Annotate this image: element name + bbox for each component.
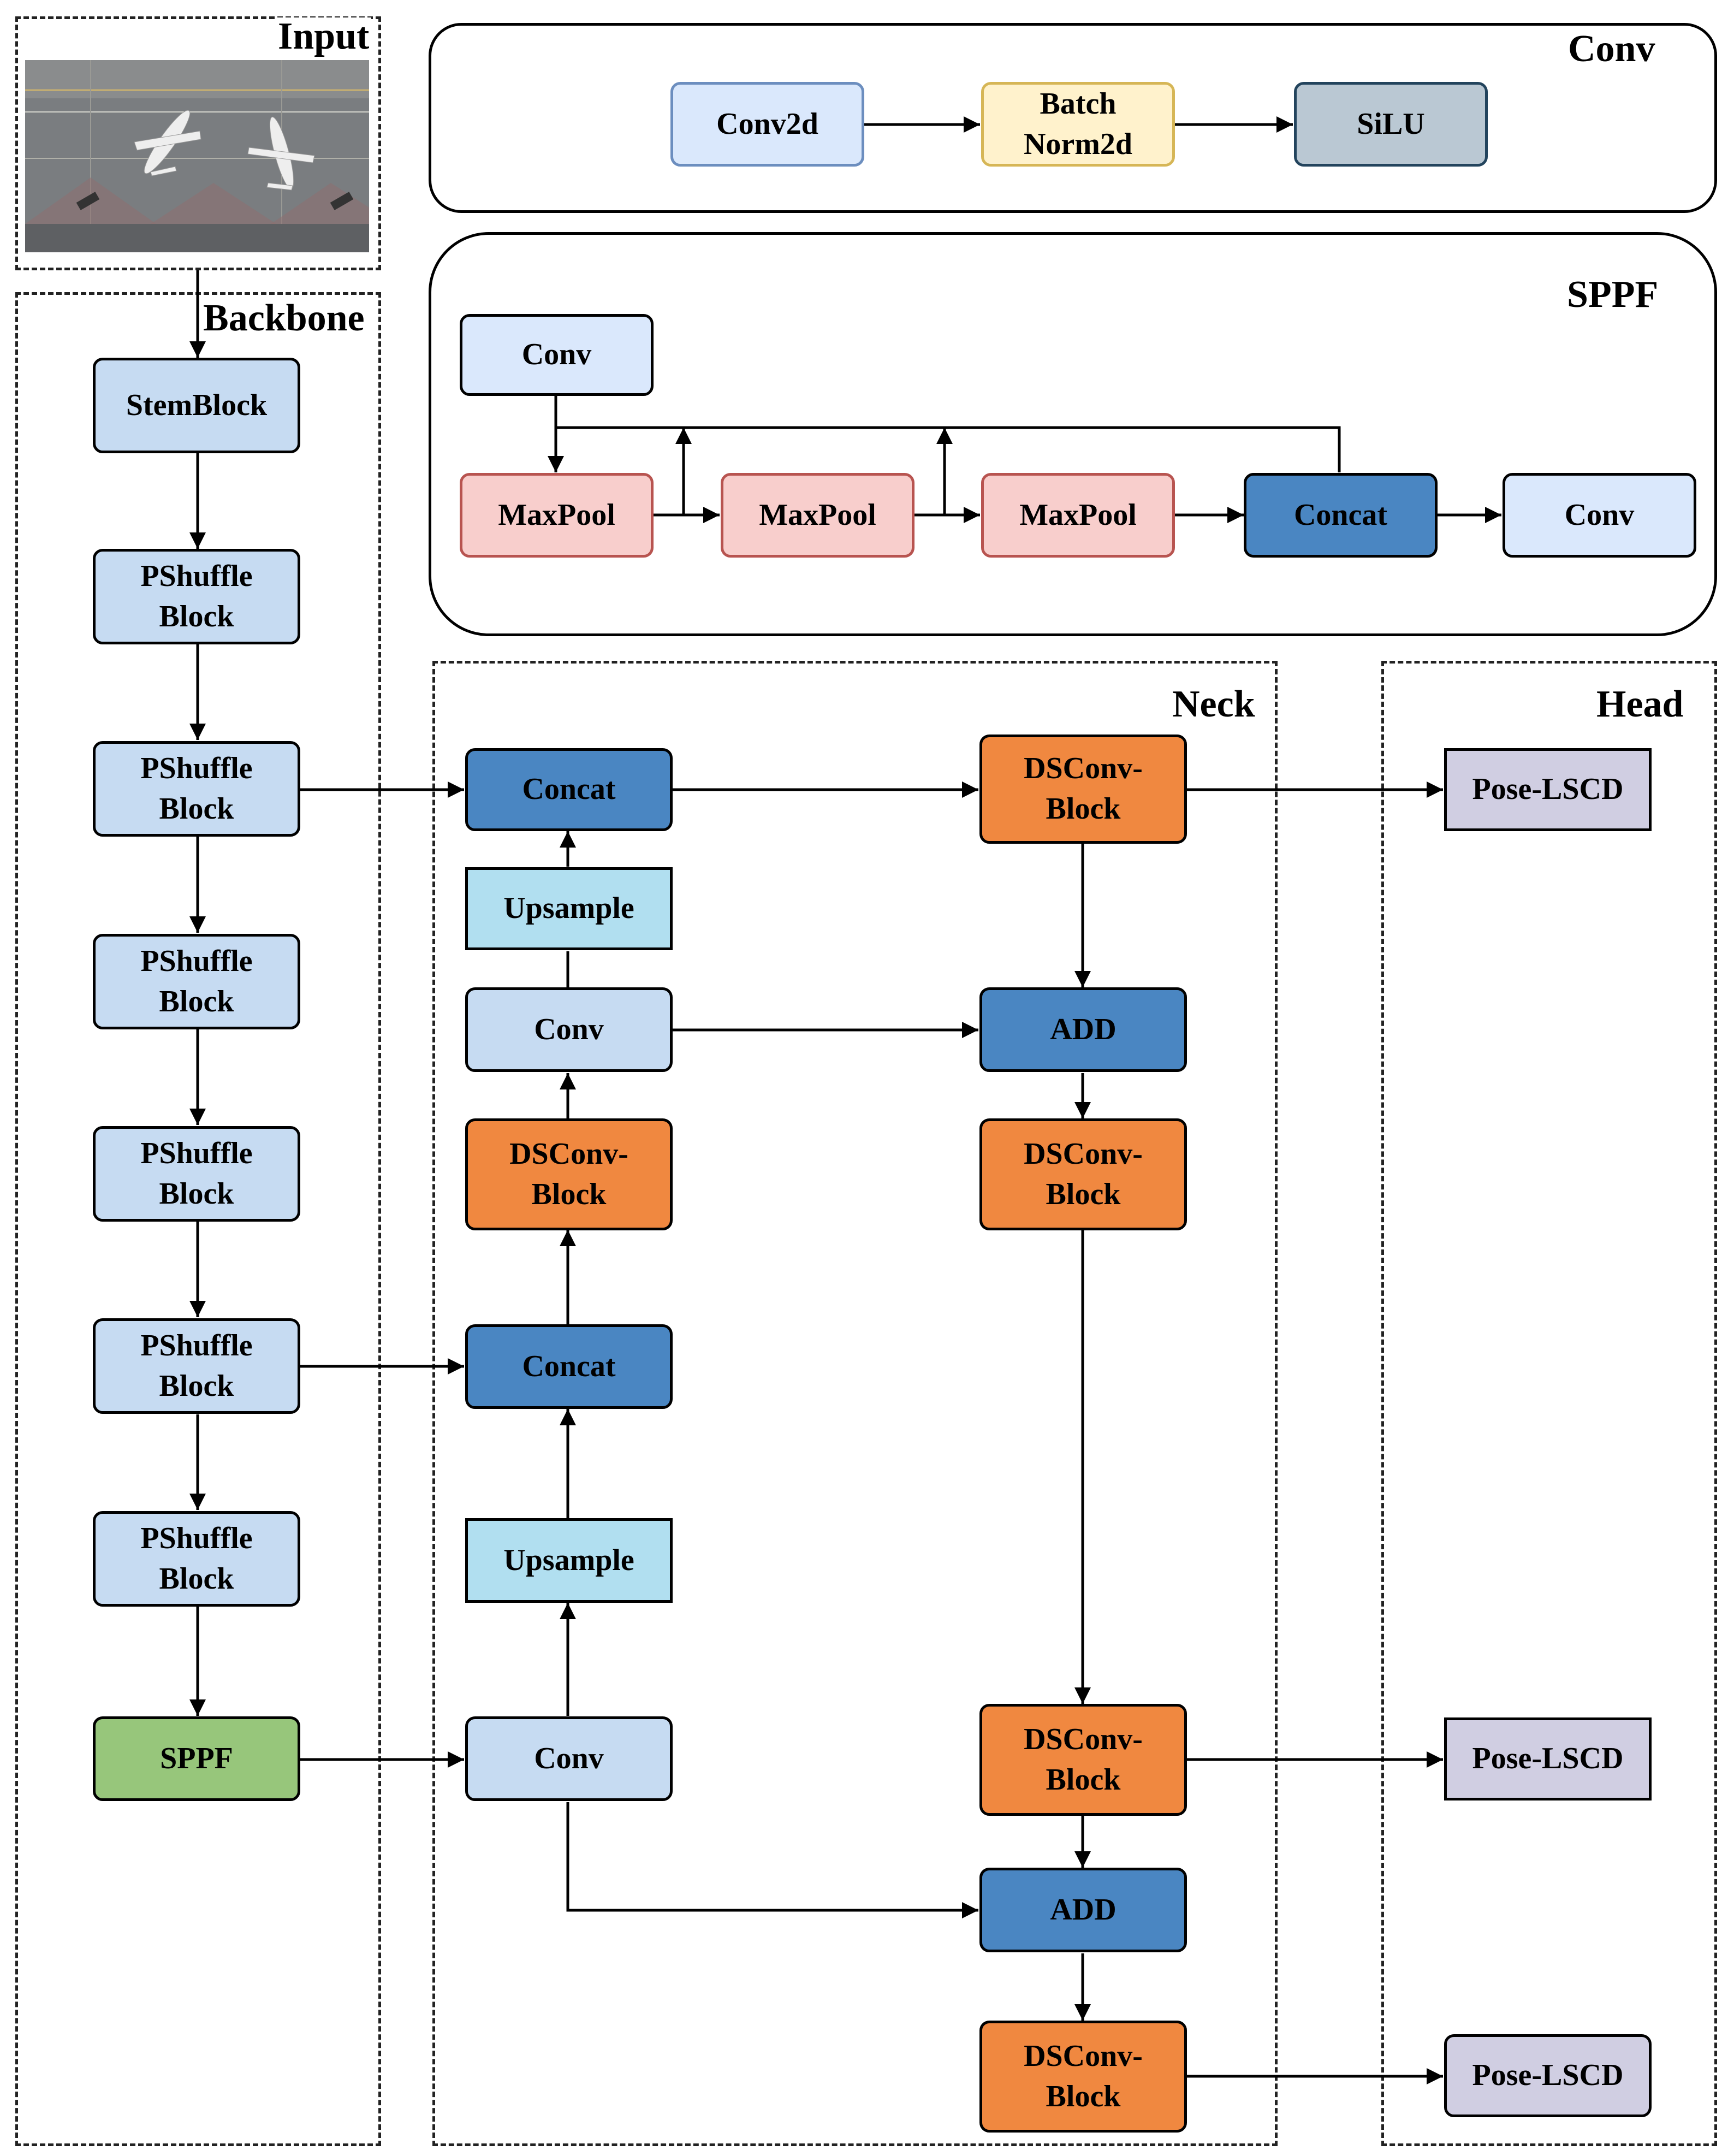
sppf-concat-node: Concat (1244, 473, 1438, 558)
neck-dsconv-r3: DSConv- Block (979, 1704, 1187, 1816)
pshuffle-block-3: PShuffle Block (93, 934, 300, 1029)
airport-apron-illustration (25, 60, 369, 252)
batchnorm-node: Batch Norm2d (981, 82, 1175, 167)
sppf-conv-in-node: Conv (460, 314, 654, 396)
head-pose-lscd-2: Pose-LSCD (1444, 1717, 1652, 1800)
backbone-sppf-node: SPPF (93, 1716, 300, 1801)
neck-conv-bottom: Conv (465, 1716, 673, 1801)
edge-sppf-skip-bus (556, 426, 1341, 472)
conv-title: Conv (1566, 30, 1658, 68)
pshuffle-block-2: PShuffle Block (93, 741, 300, 837)
neck-upsample-top: Upsample (465, 867, 673, 950)
sppf-maxpool1-node: MaxPool (460, 473, 654, 558)
neck-dsconv-r4: DSConv- Block (979, 2021, 1187, 2133)
conv2d-node: Conv2d (670, 82, 864, 167)
neck-title: Neck (1170, 685, 1257, 724)
neck-dsconv-r2: DSConv- Block (979, 1118, 1187, 1230)
pshuffle-block-5: PShuffle Block (93, 1318, 300, 1414)
sppf-region (429, 232, 1717, 636)
neck-dsconv-left: DSConv- Block (465, 1118, 673, 1230)
sppf-title: SPPF (1565, 276, 1661, 314)
input-region (15, 16, 381, 270)
pshuffle-block-6: PShuffle Block (93, 1511, 300, 1607)
stem-block-node: StemBlock (93, 358, 300, 453)
sppf-maxpool3-node: MaxPool (981, 473, 1175, 558)
neck-dsconv-r1: DSConv- Block (979, 735, 1187, 844)
edge-conv-bottom-add2 (566, 1802, 978, 1918)
pshuffle-block-1: PShuffle Block (93, 549, 300, 644)
sppf-maxpool2-node: MaxPool (721, 473, 915, 558)
neck-add-2: ADD (979, 1868, 1187, 1952)
neck-upsample-bottom: Upsample (465, 1518, 673, 1603)
conv-region (429, 23, 1717, 213)
head-pose-lscd-1: Pose-LSCD (1444, 748, 1652, 831)
neck-conv-mid: Conv (465, 987, 673, 1072)
sppf-conv-out-node: Conv (1503, 473, 1696, 558)
silu-node: SiLU (1294, 82, 1488, 167)
head-region (1381, 661, 1717, 2146)
head-title: Head (1594, 685, 1686, 724)
neck-concat-top: Concat (465, 748, 673, 831)
neck-add-1: ADD (979, 987, 1187, 1072)
neck-concat-mid: Concat (465, 1324, 673, 1409)
pshuffle-block-4: PShuffle Block (93, 1126, 300, 1222)
head-pose-lscd-3: Pose-LSCD (1444, 2034, 1652, 2117)
backbone-title: Backbone (201, 299, 367, 337)
input-image (25, 60, 369, 252)
input-title: Input (276, 17, 372, 56)
neck-region (432, 661, 1278, 2146)
